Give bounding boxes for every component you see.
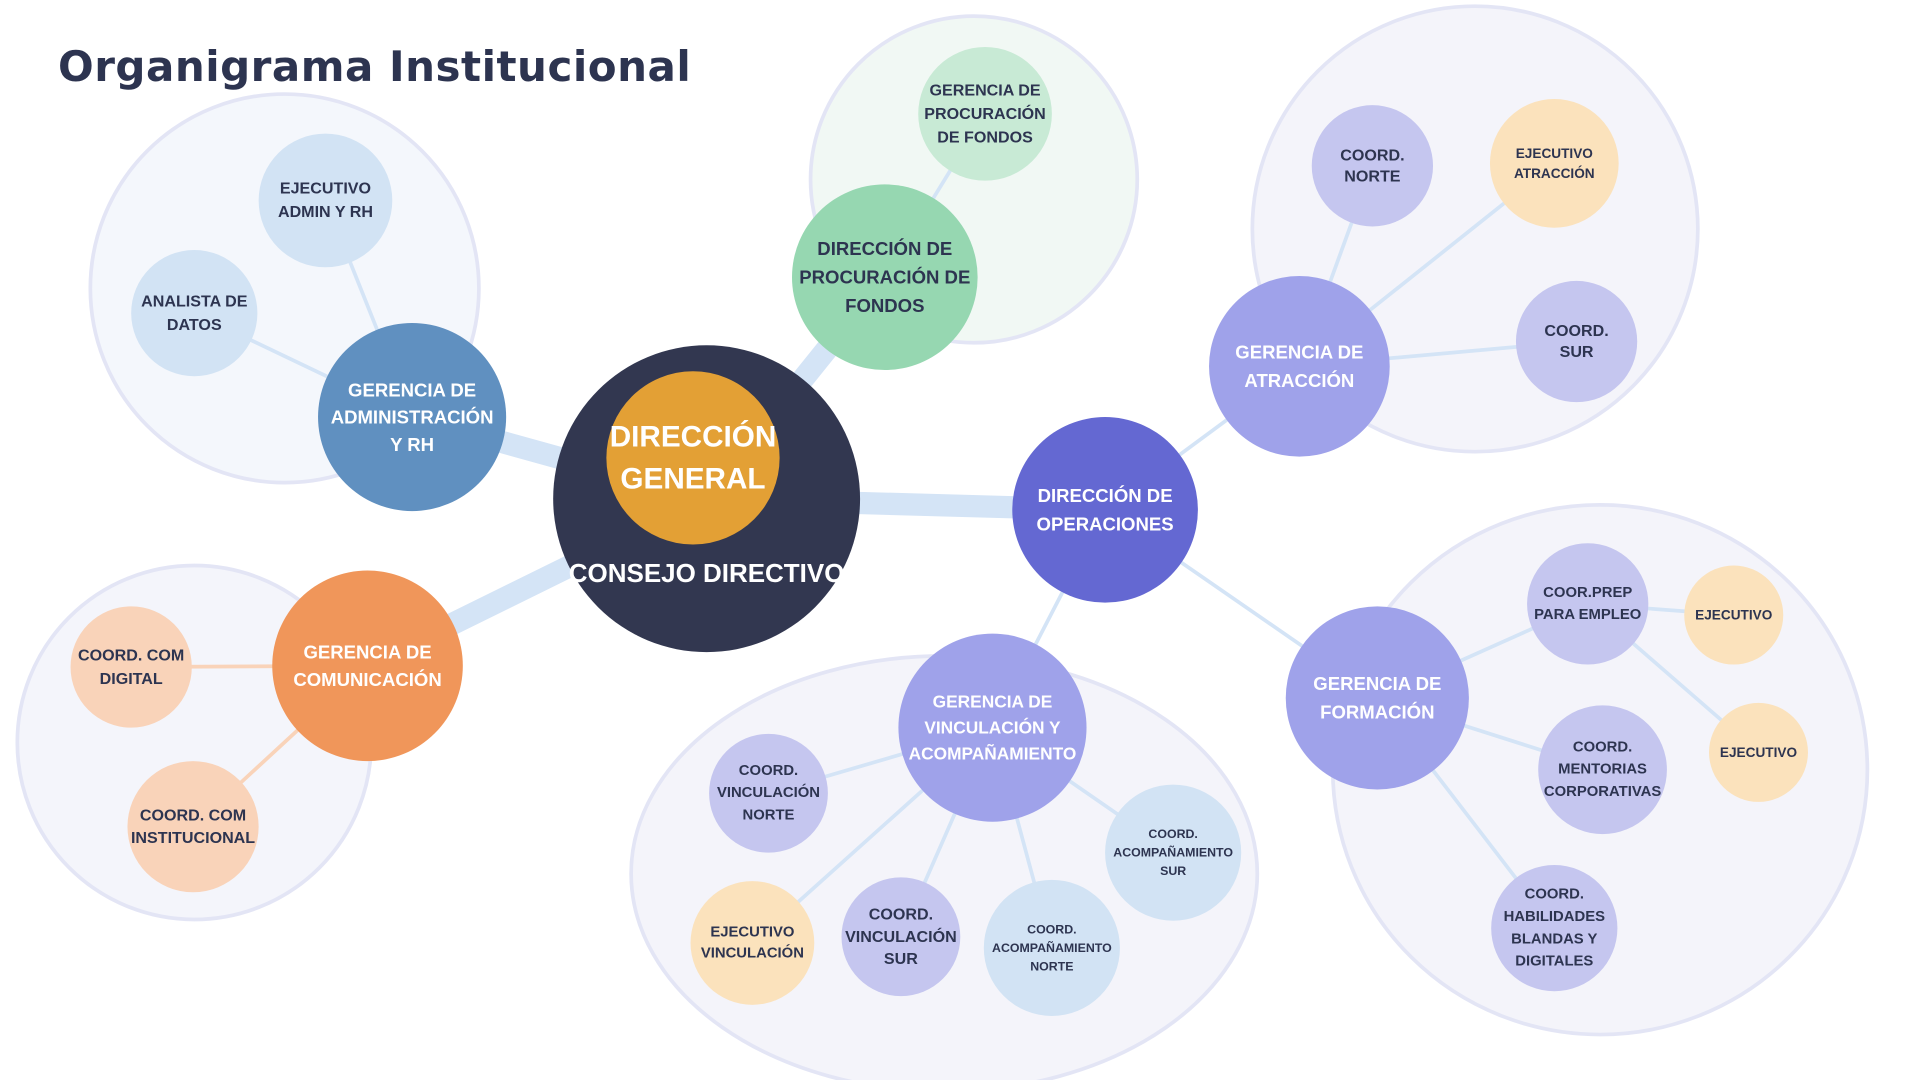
diagram-root: DIRECCIÓN GENERAL CONSEJO DIRECTIVO GERENCI… — [15, 4, 1870, 1085]
node-coord-sur[interactable]: COORD. SUR — [1515, 280, 1638, 403]
node-coor-prep-empleo[interactable]: COOR.PREP PARA EMPLEO — [1527, 543, 1649, 665]
node-label-line: EJECUTIVO — [710, 924, 794, 940]
node-ejecutivo-vinculacion[interactable]: EJECUTIVO VINCULACIÓN — [690, 881, 815, 1005]
node-label-line: DIGITAL — [100, 670, 163, 688]
node-gerencia-formacion[interactable]: GERENCIA DE FORMACIÓN — [1285, 606, 1469, 790]
node-ejecutivo-1[interactable]: EJECUTIVO — [1684, 565, 1784, 665]
node-label-line: SUR — [884, 950, 918, 968]
node-label-line: DIGITALES — [1515, 954, 1593, 970]
node-gerencia-admin[interactable]: GERENCIA DE ADMINISTRACIÓN Y RH — [318, 322, 507, 512]
node-label-line: COOR.PREP — [1543, 585, 1632, 601]
node-coord-norte[interactable]: COORD. NORTE — [1311, 105, 1434, 227]
node-coord-acompanamiento-sur[interactable]: COORD. ACOMPAÑAMIENTO SUR — [1105, 784, 1242, 921]
node-label-line: COORD. — [869, 906, 933, 924]
node-label-line: COORD. — [1027, 922, 1076, 936]
node-coord-acompanamiento-norte[interactable]: COORD. ACOMPAÑAMIENTO NORTE — [983, 879, 1120, 1016]
node-label-line: ADMIN Y RH — [278, 203, 373, 221]
node-label-line: GERENCIA DE — [348, 379, 476, 400]
node-label-line: HABILIDADES — [1504, 909, 1606, 925]
node-label-line: VINCULACIÓN — [701, 943, 804, 961]
node-label-line: GERENCIA DE — [1235, 342, 1363, 363]
node-label-line: DIRECCIÓN DE — [1038, 485, 1173, 506]
node-label-line: GENERAL — [620, 462, 765, 495]
node-label-line: ATRACCIÓN — [1244, 370, 1354, 391]
node-coord-com-digital[interactable]: COORD. COM DIGITAL — [70, 606, 192, 728]
node-direccion-general[interactable]: DIRECCIÓN GENERAL — [606, 371, 780, 545]
node-label-line: ACOMPAÑAMIENTO — [909, 744, 1077, 764]
node-label-line: PROCURACIÓN DE — [799, 267, 970, 288]
node-label-line: PARA EMPLEO — [1534, 607, 1641, 623]
node-label-line: NORTE — [1030, 959, 1073, 973]
node-label-line: SUR — [1160, 864, 1186, 878]
node-coord-com-institucional[interactable]: COORD. COM INSTITUCIONAL — [127, 761, 259, 893]
node-ejecutivo-atraccion[interactable]: EJECUTIVO ATRACCIÓN — [1489, 99, 1619, 228]
node-label-line: VINCULACIÓN Y — [924, 718, 1061, 738]
node-label-line: OPERACIONES — [1037, 514, 1174, 535]
node-label-line: CORPORATIVAS — [1544, 784, 1661, 800]
consejo-directivo-label: CONSEJO DIRECTIVO — [569, 558, 845, 588]
node-label-line: NORTE — [743, 808, 795, 824]
node-label-line: COORD. — [1340, 146, 1404, 164]
node-label-line: EJECUTIVO — [280, 180, 371, 198]
node-label-line: COORD. — [1573, 739, 1632, 755]
node-label-line: VINCULACIÓN — [845, 927, 957, 946]
node-label-line: NORTE — [1344, 167, 1401, 185]
node-consejo-directivo[interactable]: DIRECCIÓN GENERAL CONSEJO DIRECTIVO — [553, 345, 861, 653]
node-gerencia-fondos[interactable]: GERENCIA DE PROCURACIÓN DE FONDOS — [918, 47, 1052, 181]
node-coord-mentorias[interactable]: COORD. MENTORIAS CORPORATIVAS — [1538, 705, 1667, 835]
node-direccion-fondos[interactable]: DIRECCIÓN DE PROCURACIÓN DE FONDOS — [792, 184, 978, 371]
node-label-line: VINCULACIÓN — [717, 783, 820, 801]
node-analista-datos[interactable]: ANALISTA DE DATOS — [131, 249, 258, 377]
node-label-line: COORD. — [1525, 887, 1584, 903]
node-label-line: DIRECCIÓN DE — [817, 238, 952, 259]
node-label-line: DATOS — [167, 316, 222, 334]
node-label-line: GERENCIA DE — [930, 81, 1041, 99]
node-label-line: COORD. — [739, 763, 798, 779]
node-label-line: GERENCIA DE — [933, 692, 1053, 712]
node-label-line: DIRECCIÓN — [610, 419, 777, 453]
node-label-line: EJECUTIVO — [1516, 146, 1594, 161]
node-label-line: DE FONDOS — [937, 128, 1033, 146]
node-label-line: EJECUTIVO — [1720, 745, 1798, 760]
node-label-line: COORD. COM — [78, 646, 184, 664]
node-ejecutivo-admin[interactable]: EJECUTIVO ADMIN Y RH — [258, 133, 393, 268]
node-label-line: COORD. — [1148, 827, 1197, 841]
node-gerencia-vinculacion[interactable]: GERENCIA DE VINCULACIÓN Y ACOMPAÑAMIENTO — [898, 633, 1087, 822]
node-label-line: ACOMPAÑAMIENTO — [992, 940, 1112, 955]
node-gerencia-atraccion[interactable]: GERENCIA DE ATRACCIÓN — [1209, 275, 1390, 457]
node-label-line: EJECUTIVO — [1695, 608, 1773, 623]
node-ejecutivo-2[interactable]: EJECUTIVO — [1708, 702, 1808, 802]
node-label-line: ATRACCIÓN — [1514, 166, 1595, 181]
node-label-line: MENTORIAS — [1558, 762, 1647, 778]
node-label-line: BLANDAS Y — [1511, 931, 1597, 947]
node-label-line: COORD. — [1544, 322, 1608, 340]
node-label-line: FONDOS — [845, 295, 924, 316]
node-label-line: INSTITUCIONAL — [131, 829, 255, 847]
node-label-line: Y RH — [390, 434, 434, 455]
node-label-line: COORD. COM — [140, 807, 246, 825]
page-title: Organigrama Institucional — [58, 42, 692, 91]
node-coord-vinculacion-sur[interactable]: COORD. VINCULACIÓN SUR — [841, 877, 961, 997]
node-label-line: GERENCIA DE — [1313, 673, 1441, 694]
node-label-line: FORMACIÓN — [1320, 702, 1434, 723]
node-label-line: ACOMPAÑAMIENTO — [1113, 845, 1233, 860]
node-coord-habilidades[interactable]: COORD. HABILIDADES BLANDAS Y DIGITALES — [1491, 865, 1618, 992]
node-label-line: PROCURACIÓN — [924, 104, 1045, 123]
node-label-line: SUR — [1560, 343, 1594, 361]
node-label-line: GERENCIA DE — [303, 642, 431, 663]
node-label-line: ANALISTA DE — [141, 292, 248, 310]
node-direccion-operaciones[interactable]: DIRECCIÓN DE OPERACIONES — [1012, 417, 1198, 603]
node-label-line: COMUNICACIÓN — [293, 669, 441, 690]
node-gerencia-comunicacion[interactable]: GERENCIA DE COMUNICACIÓN — [272, 570, 463, 762]
node-label-line: ADMINISTRACIÓN — [331, 407, 494, 428]
node-coord-vinculacion-norte[interactable]: COORD. VINCULACIÓN NORTE — [709, 733, 828, 853]
